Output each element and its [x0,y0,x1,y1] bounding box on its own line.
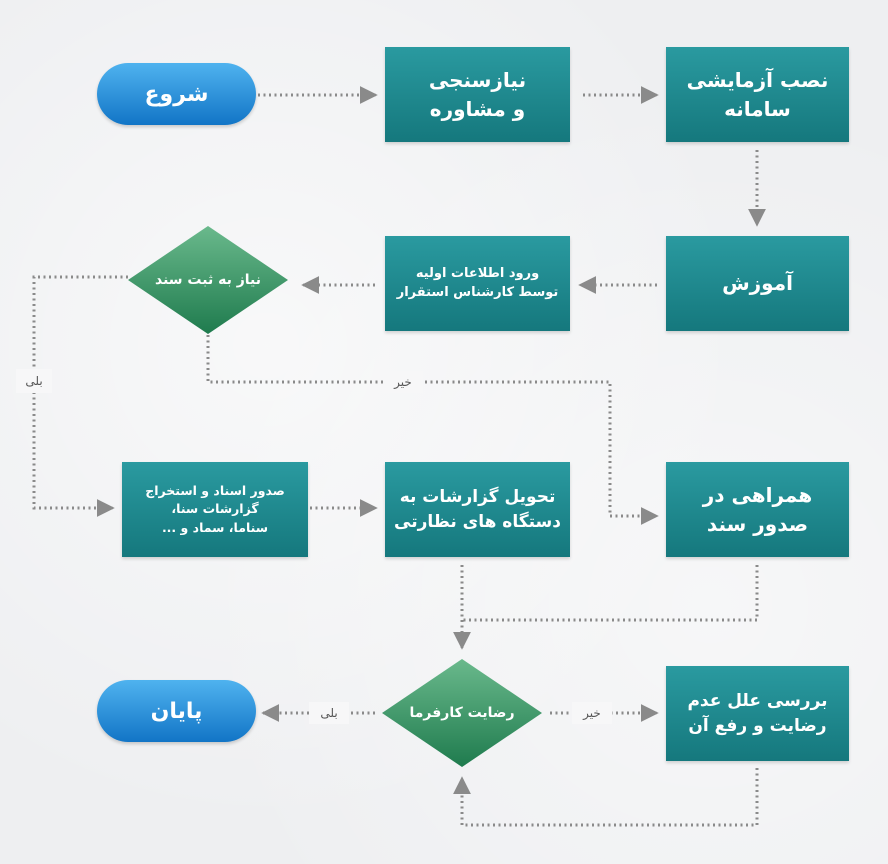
data-entry-label: ورود اطلاعات اولیه توسط کارشناس استقرار [396,265,559,300]
end-label: پایان [150,698,203,724]
start-node: شروع [97,63,256,125]
accompany-box: همراهی در صدور سند [666,462,849,557]
edge-accompany-satisfaction [462,565,759,622]
decision-satisfaction: رضایت کارفرما [402,695,522,731]
data-entry-box: ورود اطلاعات اولیه توسط کارشناس استقرار [385,236,570,331]
edge-label-text: خیر [583,706,601,720]
edge-review-loop [453,768,759,827]
review-label: بررسی علل عدم رضایت و رفع آن [687,690,828,736]
decision-registration-label: نیاز به ثبت سند [154,272,262,288]
needs-assessment-box: نیازسنجی و مشاوره [385,47,570,142]
accompany-label: همراهی در صدور سند [702,482,813,536]
end-node: پایان [97,680,256,742]
training-box: آموزش [666,236,849,331]
edge-label-satisfaction-no: خیر [572,702,612,724]
edge-label-text: بلی [320,706,338,720]
decision-registration: نیاز به ثبت سند [148,262,268,298]
decision-registration-shape [128,226,288,334]
report-delivery-box: تحویل گزارشات به دستگاه های نظارتی [385,462,570,557]
issue-documents-box: صدور اسناد و استخراج گزارشات سنا، سناما،… [122,462,308,557]
edge-label-text: خیر [394,375,412,389]
edge-label-registration-yes: بلی [16,369,52,393]
edge-label-registration-no: خیر [383,371,423,393]
training-label: آموزش [722,271,793,295]
report-delivery-label: تحویل گزارشات به دستگاه های نظارتی [394,486,561,532]
edge-label-text: بلی [25,374,43,388]
start-label: شروع [144,81,209,107]
pilot-install-label: نصب آزمایشی سامانه [686,67,829,121]
decision-satisfaction-shape [382,659,542,767]
decision-satisfaction-label: رضایت کارفرما [409,705,515,721]
review-box: بررسی علل عدم رضایت و رفع آن [666,666,849,761]
issue-documents-label: صدور اسناد و استخراج گزارشات سنا، سناما،… [145,483,285,535]
pilot-install-box: نصب آزمایشی سامانه [666,47,849,142]
edge-label-satisfaction-yes: بلی [309,702,349,724]
needs-assessment-label: نیازسنجی و مشاوره [428,67,527,121]
